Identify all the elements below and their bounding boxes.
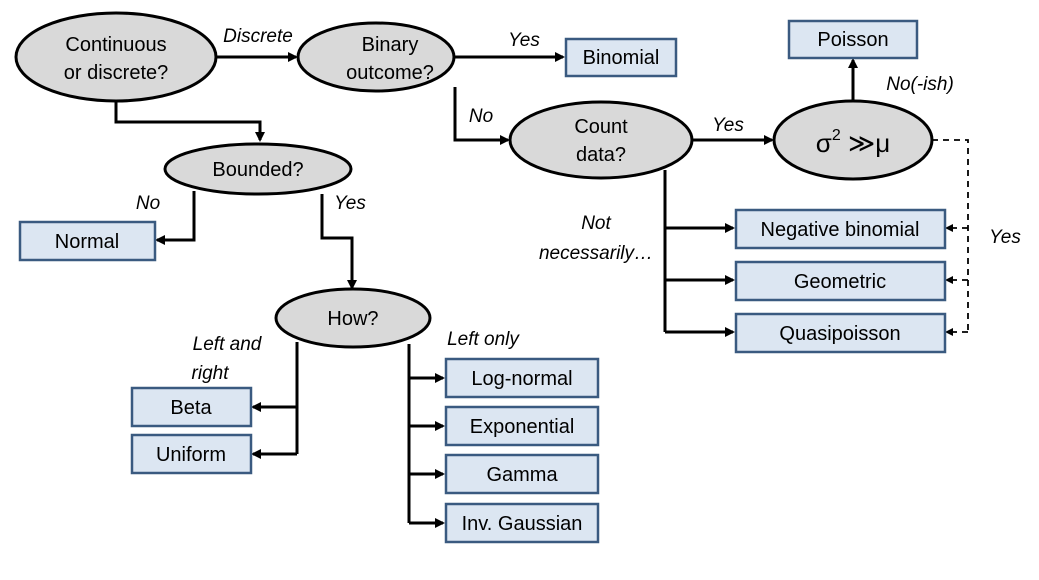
box-inv-gaussian: Inv. Gaussian xyxy=(444,502,600,544)
label-not-necessarily-line1: Not xyxy=(581,213,611,234)
box-quasipoisson: Quasipoisson xyxy=(734,312,947,354)
box-label: Log-normal xyxy=(471,368,572,390)
box-binomial: Binomial xyxy=(564,37,678,78)
label-yes-overdispersed: Yes xyxy=(989,227,1021,248)
label-left-and-right-line1: Left and xyxy=(193,334,263,355)
box-label: Beta xyxy=(170,397,212,419)
edge-bounded-to-how xyxy=(320,194,357,290)
box-log-normal: Log-normal xyxy=(444,357,600,399)
box-label: Inv. Gaussian xyxy=(462,513,583,535)
decision-count-data: Count data? xyxy=(508,100,694,180)
decision-bounded: Bounded? xyxy=(163,142,353,196)
node-text-line1: Binary xyxy=(362,34,419,56)
box-label: Negative binomial xyxy=(761,219,920,241)
superscript-two: 2 xyxy=(832,127,841,144)
label-yes-count: Yes xyxy=(712,115,744,136)
box-poisson: Poisson xyxy=(787,19,919,60)
box-label: Gamma xyxy=(486,464,558,486)
box-label: Exponential xyxy=(470,416,575,438)
label-yes-binary: Yes xyxy=(508,30,540,51)
edge-continuous-to-bounded xyxy=(114,101,265,142)
box-gamma: Gamma xyxy=(444,453,600,495)
much-greater-than-mu: ≫μ xyxy=(841,128,890,158)
label-left-and-right-line2: right xyxy=(192,363,230,384)
label-no-binary: No xyxy=(469,106,493,127)
box-label: Geometric xyxy=(794,271,886,293)
overdispersion-text: σ2 ≫μ xyxy=(816,127,890,158)
node-text: How? xyxy=(327,308,378,330)
edge-binary-to-count xyxy=(453,87,510,145)
node-text-line2: outcome? xyxy=(346,62,434,84)
box-label: Uniform xyxy=(156,444,226,466)
box-label: Binomial xyxy=(583,47,660,69)
label-not-necessarily-line2: necessarily… xyxy=(539,243,653,264)
box-uniform: Uniform xyxy=(130,433,253,475)
edge-overdispersion-dashed xyxy=(932,139,969,332)
node-text-line1: Continuous xyxy=(65,34,166,56)
label-discrete: Discrete xyxy=(223,26,293,47)
decision-overdispersion: σ2 ≫μ xyxy=(772,99,934,181)
label-left-only: Left only xyxy=(447,329,520,350)
node-text-line2: or discrete? xyxy=(64,62,169,84)
label-yes-bounded: Yes xyxy=(334,193,366,214)
box-beta: Beta xyxy=(130,386,253,428)
node-text-line1: Count xyxy=(574,116,628,138)
decision-how: How? xyxy=(274,287,432,349)
box-exponential: Exponential xyxy=(444,405,600,447)
box-label: Poisson xyxy=(817,29,888,51)
box-geometric: Geometric xyxy=(734,260,947,302)
decision-binary-outcome: Binary outcome? xyxy=(296,21,456,93)
connectors xyxy=(114,52,969,528)
box-label: Quasipoisson xyxy=(779,323,900,345)
edge-bounded-to-normal xyxy=(155,191,196,245)
sigma-symbol: σ xyxy=(816,128,832,158)
label-no-ish: No(-ish) xyxy=(886,74,954,95)
box-negative-binomial: Negative binomial xyxy=(734,208,947,250)
node-text-line2: data? xyxy=(576,144,626,166)
label-no-bounded: No xyxy=(136,193,160,214)
decision-continuous-or-discrete: Continuous or discrete? xyxy=(14,11,218,103)
box-label: Normal xyxy=(55,231,119,253)
node-text: Bounded? xyxy=(212,159,303,181)
edge-labels: Discrete Yes No Yes No(-ish) Not necessa… xyxy=(136,26,1021,384)
box-normal: Normal xyxy=(18,220,157,262)
